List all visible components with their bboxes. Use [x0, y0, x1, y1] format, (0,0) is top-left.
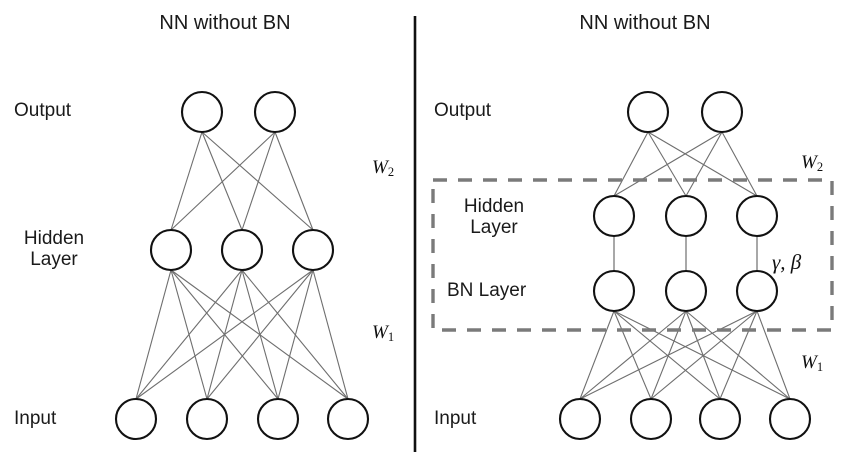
node-right-output-1: [626, 90, 670, 134]
left-weight-w1: W1: [372, 322, 394, 345]
node-left-input-1: [114, 397, 158, 441]
left-label-hidden-line2: Layer: [30, 249, 78, 271]
right-weight-w1-letter: W: [801, 352, 817, 373]
left-output-nodes: [180, 90, 297, 134]
node-right-bn-1: [592, 269, 636, 313]
node-right-output-2: [700, 90, 744, 134]
node-right-hidden-2: [664, 194, 708, 238]
right-hidden-nodes: [592, 194, 779, 238]
bn-parameters-gamma-beta: γ, β: [772, 250, 802, 274]
node-right-input-2: [629, 397, 673, 441]
right-label-output: Output: [434, 100, 492, 121]
left-input-nodes: [114, 397, 370, 441]
right-weight-w2-letter: W: [801, 152, 817, 173]
right-weight-w2-subscript: 2: [816, 159, 824, 174]
node-left-input-3: [256, 397, 300, 441]
right-edges-input-to-bn: [579, 310, 791, 400]
right-edges-bn-to-hidden: [613, 236, 758, 271]
right-output-nodes: [626, 90, 744, 134]
left-label-input: Input: [14, 408, 57, 429]
left-label-hidden-layer: Hidden Layer: [8, 228, 100, 271]
right-edges-hidden-to-output: [613, 131, 758, 197]
right-label-hidden-line2: Layer: [470, 217, 518, 239]
left-weight-w1-subscript: 1: [387, 329, 395, 344]
node-right-bn-2: [664, 269, 708, 313]
right-panel-title: NN without BN: [579, 12, 711, 34]
right-label-hidden-line1: Hidden: [463, 196, 525, 217]
node-right-hidden-1: [592, 194, 636, 238]
left-edges-input-to-hidden: [135, 269, 349, 400]
left-weight-w2-letter: W: [372, 157, 388, 178]
node-right-hidden-3: [735, 194, 779, 238]
left-hidden-nodes: [149, 228, 335, 272]
right-weight-w2: W2: [801, 152, 823, 175]
left-panel-title: NN without BN: [159, 12, 291, 34]
node-right-input-4: [768, 397, 812, 441]
right-weight-w1: W1: [801, 352, 823, 375]
left-label-output: Output: [14, 100, 72, 121]
right-weight-w1-subscript: 1: [816, 359, 824, 374]
node-left-hidden-3: [291, 228, 335, 272]
left-edges-hidden-to-output: [170, 131, 314, 231]
node-left-hidden-1: [149, 228, 193, 272]
left-label-hidden-line1: Hidden: [23, 228, 85, 249]
node-left-output-2: [253, 90, 297, 134]
left-weight-w2-subscript: 2: [387, 164, 395, 179]
node-left-input-2: [185, 397, 229, 441]
right-label-hidden-layer: Hidden Layer: [448, 196, 540, 239]
node-left-input-4: [326, 397, 370, 441]
left-weight-w1-letter: W: [372, 322, 388, 343]
node-left-hidden-2: [220, 228, 264, 272]
node-left-output-1: [180, 90, 224, 134]
node-right-input-3: [698, 397, 742, 441]
right-input-nodes: [558, 397, 812, 441]
node-right-bn-3: [735, 269, 779, 313]
left-weight-w2: W2: [372, 157, 394, 180]
right-label-bn-layer: BN Layer: [447, 280, 527, 301]
node-right-input-1: [558, 397, 602, 441]
right-label-input: Input: [434, 408, 477, 429]
right-bn-nodes: [592, 269, 779, 313]
